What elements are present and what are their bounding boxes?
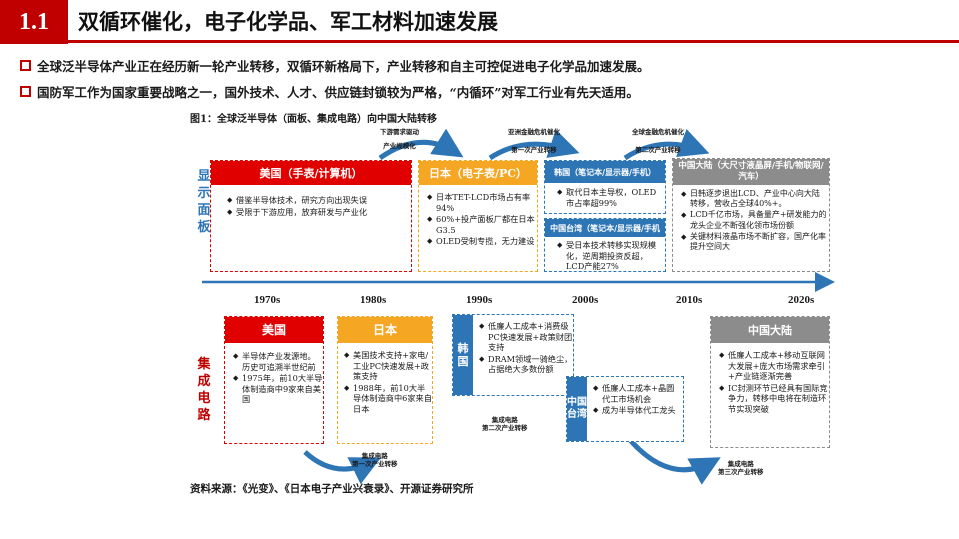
square-bullet-icon — [20, 60, 31, 71]
transfer-arrow-bottom-3 — [628, 438, 721, 485]
decade-label: 2010s — [676, 294, 703, 306]
list-item: 关键材料液晶市场不断扩容，国产化率提升空间大 — [681, 232, 827, 252]
list-item: 1988年，前10大半导体制造商中6家来自日本 — [344, 383, 432, 415]
list-item: 受日本技术转移实现规模化，逆周期投资反超，LCD产能27% — [557, 240, 663, 272]
note-bottom-1: 集成电路 第一次产业转移 — [352, 452, 398, 468]
transfer-arrow-top-2 — [488, 129, 580, 161]
ic-box-china: 中国大陆 低廉人工成本+移动互联网大发展+庞大市场需求牵引+产业链逐渐完善 IC… — [710, 316, 830, 448]
panel-box-china: 中国大陆（大尺寸液晶屏/手机/物联网/汽车） 日韩逐步退出LCD、产业中心向大陆… — [672, 158, 830, 272]
header-divider — [68, 40, 959, 43]
note-line: 第一次产业转移 — [352, 460, 398, 468]
bullet-1: 全球泛半导体产业正在经历新一轮产业转移，双循环新格局下，产业转移和自主可控促进电… — [20, 56, 650, 75]
transfer-arrow-bottom-1 — [303, 450, 381, 485]
box-title: 韩国（笔记本/显示器/手机） — [545, 161, 665, 183]
page-title: 双循环催化，电子化学品、军工材料加速发展 — [78, 9, 498, 34]
ic-box-taiwan: 中国台湾 低廉人工成本+晶圆代工市场机会 成为半导体代工龙头 — [566, 376, 684, 442]
list-item: 取代日本主导权，OLED市占率超99% — [557, 187, 663, 208]
panel-box-japan: 日本（电子表/PC） 日本TET-LCD市场占有率94% 60%+投产面板厂都在… — [418, 160, 538, 272]
side-label-display: 显示面板 — [197, 169, 211, 235]
list-item: 半导体产业发源地。历史可追溯半世纪前 — [233, 351, 323, 372]
list-item: 受限于下游应用，放弃研发与产业化 — [227, 207, 409, 218]
decade-label: 1970s — [254, 294, 281, 306]
list-item: 1975年，前10大半导体制造商中9家来自美国 — [233, 373, 323, 405]
list-item: 低廉人工成本+移动互联网大发展+庞大市场需求牵引+产业链逐渐完善 — [719, 350, 829, 382]
panel-box-usa: 美国（手表/计算机） 借鉴半导体技术，研究方向出现失误 受限于下游应用，放弃研发… — [210, 160, 412, 272]
box-title: 中国台湾 — [567, 377, 587, 441]
list-item: OLED受制专揽，无力建设 — [427, 236, 535, 247]
list-item: DRAM领域一骑绝尘，占据绝大多数份额 — [479, 354, 573, 375]
box-title: 日本 — [338, 317, 432, 343]
list-item: 低廉人工成本+消费级PC快速发展+政策财团支持 — [479, 321, 573, 353]
decade-label: 2020s — [788, 294, 815, 306]
bullet-2: 国防军工作为国家重要战略之一，国外技术、人才、供应链封锁较为严格，“内循环”对军… — [20, 82, 639, 101]
note-line: 第三次产业转移 — [718, 468, 764, 476]
note-line: 亚洲金融危机催化 — [508, 128, 560, 136]
list-item: 成为半导体代工龙头 — [593, 405, 681, 416]
transfer-arrow-top-3 — [623, 128, 710, 161]
box-title: 美国 — [225, 317, 323, 343]
note-line: 产业规模化 — [383, 142, 416, 150]
list-item: LCD千亿市场，具备量产+研发能力的龙头企业不断强化领市场份额 — [681, 210, 827, 230]
list-item: 日本TET-LCD市场占有率94% — [427, 192, 535, 213]
list-item: 日韩逐步退出LCD、产业中心向大陆转移，营收占全球40%+。 — [681, 189, 827, 209]
ic-box-japan: 日本 美国技术支持+家电/工业PC快速发展+政策支持 1988年，前10大半导体… — [337, 316, 433, 444]
ic-box-korea: 韩国 低廉人工成本+消费级PC快速发展+政策财团支持 DRAM领域一骑绝尘，占据… — [452, 314, 574, 396]
note-line: 第二次产业转移 — [482, 424, 528, 432]
side-label-ic: 集成电路 — [197, 357, 211, 423]
section-number-badge: 1.1 — [0, 0, 68, 44]
box-title: 日本（电子表/PC） — [419, 161, 537, 185]
note-bottom-2: 集成电路 第二次产业转移 — [482, 416, 528, 432]
list-item: 低廉人工成本+晶圆代工市场机会 — [593, 383, 681, 404]
box-title: 中国大陆 — [711, 317, 829, 343]
list-item: 60%+投产面板厂都在日本G3.5 — [427, 214, 535, 235]
panel-box-taiwan: 中国台湾（笔记本/显示器/手机 受日本技术转移实现规模化，逆周期投资反超，LCD… — [544, 218, 666, 272]
note-top-1: 下游需求驱动 产业规模化 — [380, 128, 419, 150]
transfer-arrow-top-1 — [378, 128, 464, 161]
decade-label: 2000s — [572, 294, 599, 306]
bullet-text: 国防军工作为国家重要战略之一，国外技术、人才、供应链封锁较为严格，“内循环”对军… — [37, 85, 639, 100]
box-title: 韩国 — [453, 315, 473, 395]
note-top-2: 亚洲金融危机催化 第一次产业转移 — [508, 128, 560, 154]
note-line: 集成电路 — [727, 460, 754, 468]
note-line: 全球金融危机催化 — [632, 128, 684, 136]
box-title: 中国台湾（笔记本/显示器/手机 — [545, 219, 665, 237]
note-line: 第一次产业转移 — [511, 146, 557, 154]
box-title: 中国大陆（大尺寸液晶屏/手机/物联网/汽车） — [673, 159, 829, 185]
panel-box-korea: 韩国（笔记本/显示器/手机） 取代日本主导权，OLED市占率超99% — [544, 160, 666, 214]
bullet-text: 全球泛半导体产业正在经历新一轮产业转移，双循环新格局下，产业转移和自主可控促进电… — [37, 59, 650, 74]
list-item: 美国技术支持+家电/工业PC快速发展+政策支持 — [344, 350, 432, 382]
decade-label: 1990s — [466, 294, 493, 306]
source-note: 资料来源：《光变》、《日本电子产业兴衰录》、开源证券研究所 — [190, 483, 474, 495]
list-item: 借鉴半导体技术，研究方向出现失误 — [227, 195, 409, 206]
note-top-3: 全球金融危机催化 第二次产业转移 — [632, 128, 684, 154]
figure-title: 图1：全球泛半导体（面板、集成电路）向中国大陆转移 — [190, 114, 437, 125]
note-line: 下游需求驱动 — [380, 128, 419, 136]
list-item: IC封测环节已经具有国际竞争力，转移中电将在制造环节实现突破 — [719, 383, 829, 415]
square-bullet-icon — [20, 86, 31, 97]
ic-box-usa: 美国 半导体产业发源地。历史可追溯半世纪前 1975年，前10大半导体制造商中9… — [224, 316, 324, 444]
note-line: 第二次产业转移 — [635, 146, 681, 154]
box-title: 美国（手表/计算机） — [211, 161, 411, 185]
note-bottom-3: 集成电路 第三次产业转移 — [718, 460, 764, 476]
note-line: 集成电路 — [361, 452, 388, 460]
note-line: 集成电路 — [491, 416, 518, 424]
decade-label: 1980s — [360, 294, 387, 306]
